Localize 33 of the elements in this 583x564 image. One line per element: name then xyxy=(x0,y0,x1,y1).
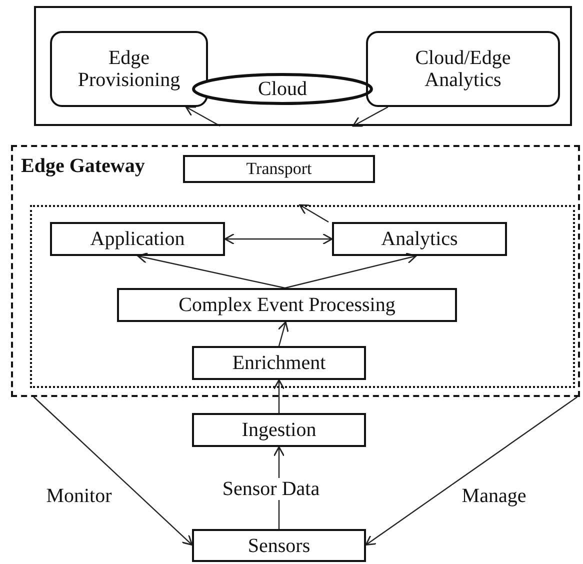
arrow xyxy=(224,233,333,245)
node-label: Transport xyxy=(246,160,312,178)
arrow xyxy=(137,252,286,289)
process-box xyxy=(50,222,225,256)
process-box xyxy=(332,222,507,256)
process-box xyxy=(192,346,366,380)
dotted-container xyxy=(30,205,575,388)
process-box xyxy=(192,529,366,562)
node-label: Analytics xyxy=(381,228,458,250)
rounded-box xyxy=(366,31,560,107)
node-label: Complex Event Processing xyxy=(178,294,396,316)
dashed-container xyxy=(11,145,580,397)
node-label: Sensors xyxy=(248,534,310,556)
arrow xyxy=(352,106,388,127)
arrow xyxy=(278,321,289,346)
node-label: Edge Provisioning xyxy=(76,47,182,91)
container-title: Edge Gateway xyxy=(21,155,145,178)
process-box xyxy=(183,155,375,183)
node-label: Enrichment xyxy=(232,352,326,374)
process-box xyxy=(192,413,366,447)
process-box xyxy=(34,6,572,126)
node-label: Cloud/Edge Analytics xyxy=(414,47,512,91)
arrow xyxy=(185,106,220,127)
cloud-ellipse xyxy=(192,73,373,105)
process-box xyxy=(117,288,457,322)
node-label: Cloud xyxy=(258,78,307,100)
arrow xyxy=(33,396,193,546)
arrow xyxy=(299,204,329,223)
node-label: Ingestion xyxy=(242,419,316,441)
node-label: Application xyxy=(90,228,185,250)
arrow xyxy=(284,252,417,289)
arrow xyxy=(365,396,578,546)
arrow xyxy=(273,379,285,413)
